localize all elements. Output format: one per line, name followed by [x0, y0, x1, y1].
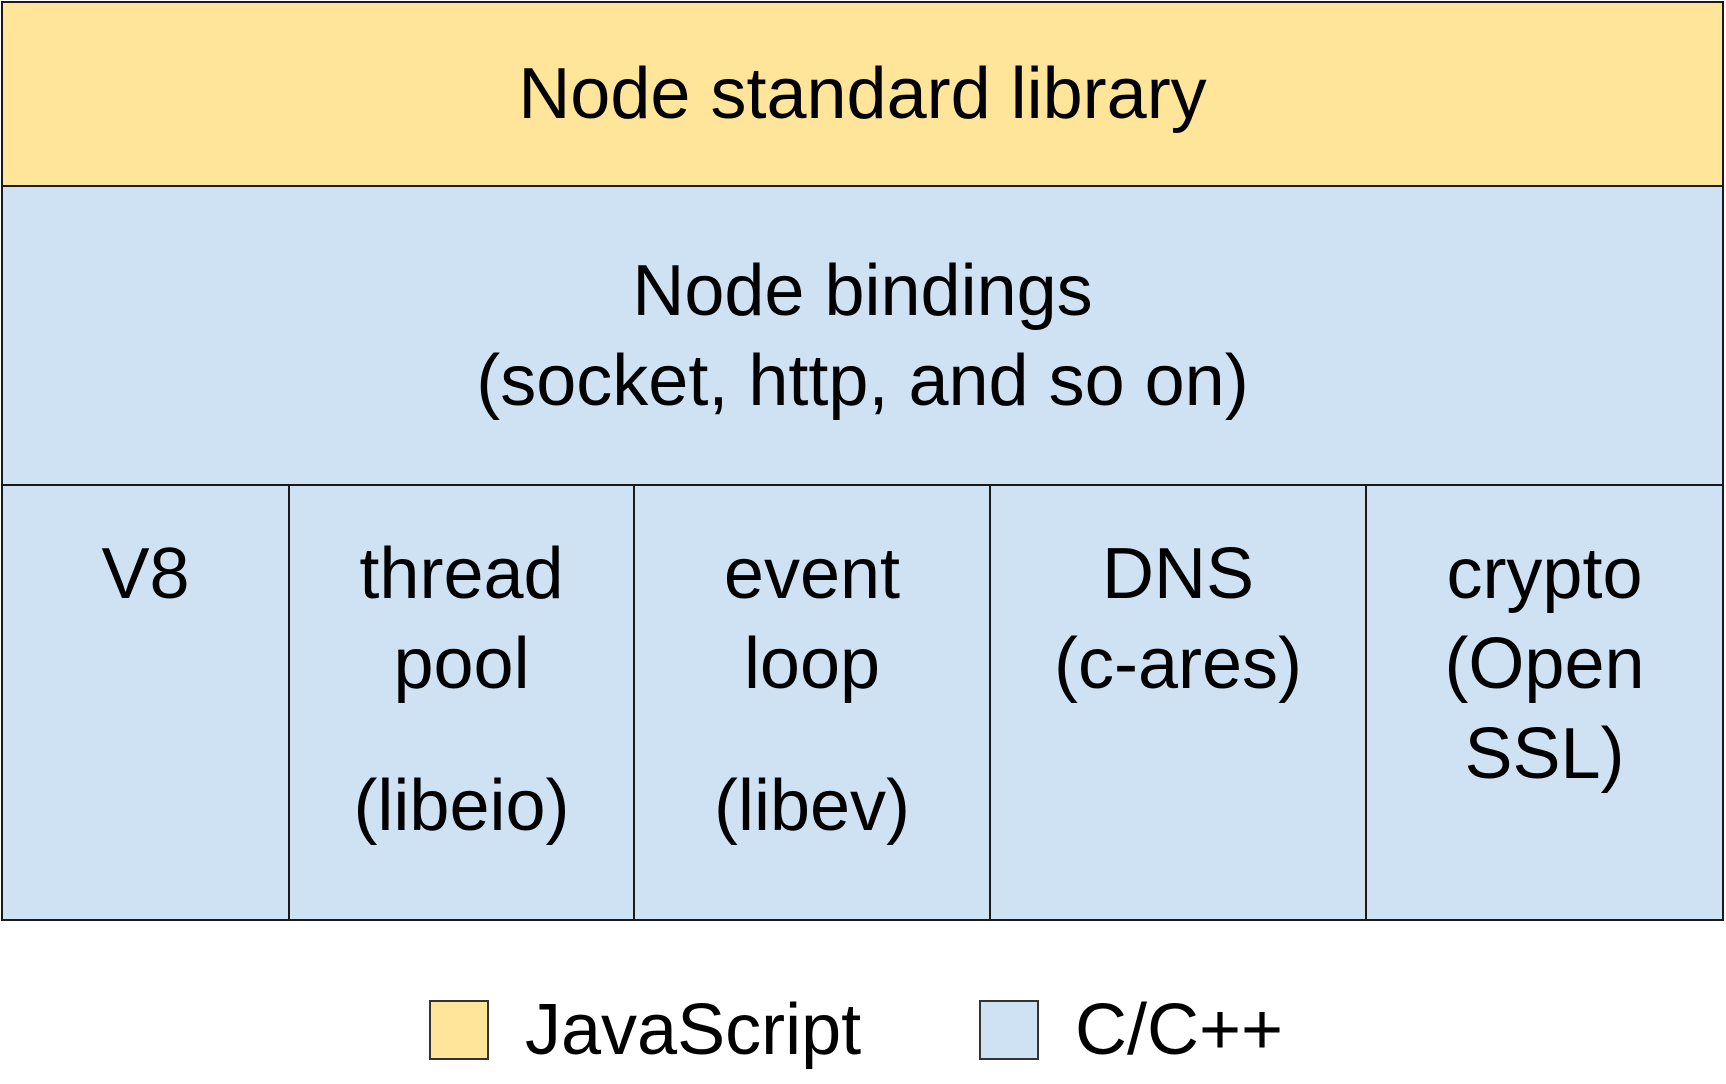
- node-standard-library-layer: Node standard library: [3, 3, 1722, 187]
- javascript-swatch: [429, 1000, 489, 1060]
- thread-pool-component: thread pool (libeio): [288, 486, 633, 919]
- cpp-legend-label: C/C++: [1075, 990, 1284, 1070]
- node-bindings-title: Node bindings: [632, 250, 1093, 331]
- dns-component: DNS (c-ares): [989, 486, 1365, 919]
- thread-pool-label-line2: pool: [393, 624, 530, 704]
- dns-label-line1: DNS: [1101, 534, 1254, 614]
- legend-item-cpp: C/C++: [979, 990, 1283, 1070]
- crypto-label-line1: crypto: [1446, 534, 1643, 614]
- native-components-row: V8 thread pool (libeio) event loop (libe…: [3, 486, 1722, 919]
- thread-pool-library: (libeio): [353, 766, 570, 846]
- thread-pool-label-line1: thread: [359, 534, 564, 614]
- event-loop-library: (libev): [713, 766, 911, 846]
- node-bindings-layer: Node bindings (socket, http, and so on): [3, 187, 1722, 486]
- event-loop-label-line2: loop: [743, 624, 881, 704]
- node-standard-library-label: Node standard library: [518, 54, 1207, 134]
- event-loop-label-line1: event: [723, 534, 901, 614]
- javascript-legend-label: JavaScript: [525, 990, 862, 1070]
- v8-component: V8: [3, 486, 288, 919]
- crypto-label-line2: (Open: [1444, 624, 1645, 704]
- crypto-label-line3: SSL): [1464, 714, 1625, 794]
- dns-label-line2: (c-ares): [1054, 624, 1302, 704]
- legend: JavaScript C/C++: [0, 990, 1726, 1070]
- legend-item-javascript: JavaScript: [429, 990, 861, 1070]
- architecture-diagram: Node standard library Node bindings (soc…: [1, 1, 1724, 921]
- crypto-component: crypto (Open SSL): [1365, 486, 1722, 919]
- cpp-swatch: [979, 1000, 1039, 1060]
- v8-label: V8: [101, 534, 190, 614]
- node-bindings-subtitle: (socket, http, and so on): [476, 340, 1249, 421]
- event-loop-component: event loop (libev): [633, 486, 989, 919]
